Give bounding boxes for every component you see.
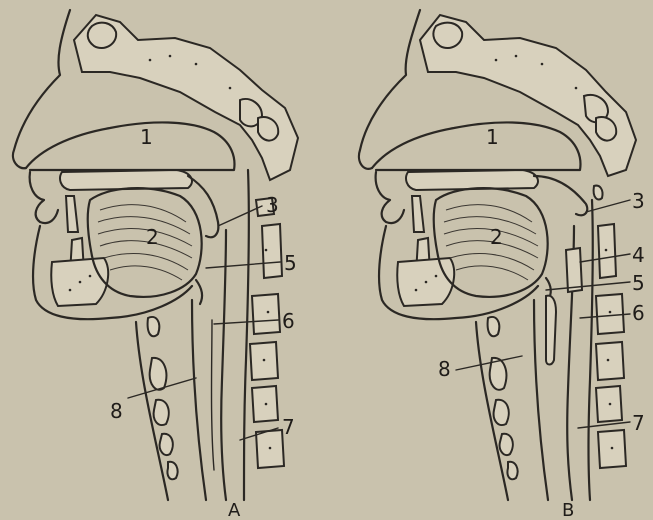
panel-a-hard-palate	[60, 170, 192, 190]
panel-a	[13, 10, 298, 500]
panel-a-vertebra	[262, 224, 282, 278]
panel-b-vertebra	[596, 294, 624, 334]
panel-b-label-4: 4	[632, 243, 645, 267]
panel-b-hard-palate	[406, 170, 538, 190]
panel-a-label-6: 6	[282, 309, 295, 333]
panel-b-label-7: 7	[632, 411, 645, 435]
panel-b-label-1: 1	[486, 125, 499, 149]
panel-a-label-3: 3	[266, 193, 279, 217]
panel-b-label-5: 5	[632, 271, 645, 295]
panel-b	[359, 10, 636, 500]
panel-a-label-2: 2	[146, 225, 159, 249]
panel-a-label-5: 5	[284, 251, 297, 275]
panel-a-label-8: 8	[110, 399, 123, 423]
panel-b-label-8: 8	[438, 357, 451, 381]
panel-a-caption: A	[228, 500, 241, 520]
panel-a-label-1: 1	[140, 125, 153, 149]
panel-b-label-3: 3	[632, 189, 645, 213]
panel-b-caption: B	[562, 500, 574, 520]
panel-b-epiglottis	[566, 248, 582, 292]
panel-b-label-2: 2	[490, 225, 503, 249]
panel-a-label-7: 7	[282, 415, 295, 439]
panel-b-label-6: 6	[632, 301, 645, 325]
